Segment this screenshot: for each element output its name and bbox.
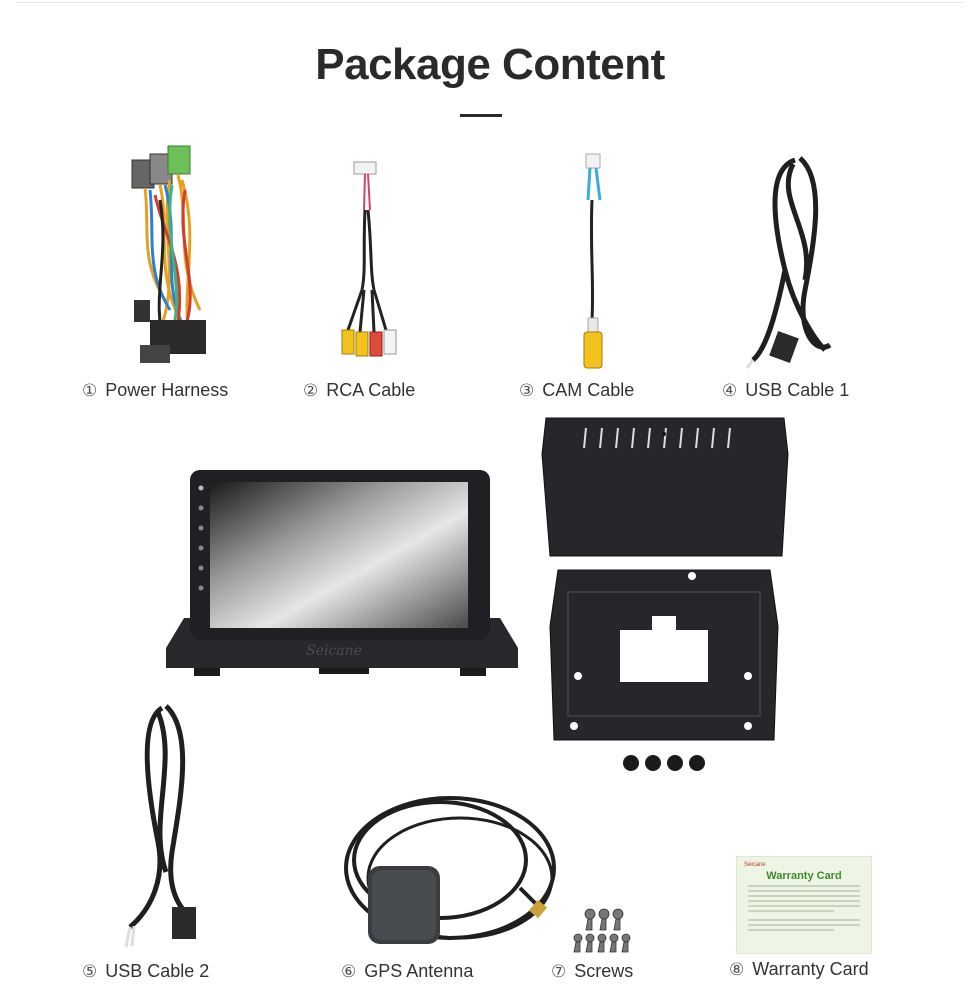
usb-cable-2-image (124, 704, 196, 948)
screws-image (573, 908, 631, 953)
usb-cable-1-image (745, 156, 832, 369)
cam-cable-image (583, 153, 603, 369)
card-text-line (748, 895, 860, 897)
warranty-card-image: Seicane Warranty Card (736, 856, 872, 954)
card-text-line (748, 919, 860, 921)
frame-top-image (541, 417, 789, 557)
frame-bottom-image (549, 569, 779, 741)
gps-antenna-image (344, 796, 556, 944)
seicane-logo: Seicane (306, 643, 362, 659)
warranty-card-title: Warranty Card (766, 870, 842, 882)
rubber-feet-image (623, 755, 705, 771)
top-divider (16, 2, 964, 3)
warranty-card-brand: Seicane (744, 862, 766, 868)
card-text-line (748, 929, 834, 931)
title-underline (460, 114, 502, 117)
page-title: Package Content (315, 40, 665, 89)
card-text-line (748, 885, 860, 887)
card-text-line (748, 924, 860, 926)
head-unit-image: Seicane (166, 470, 518, 676)
rca-cable-image (341, 161, 397, 357)
card-text-line (748, 910, 834, 912)
card-text-line (748, 890, 860, 892)
card-text-line (748, 905, 860, 907)
card-text-line (748, 900, 860, 902)
power-harness-image (131, 145, 206, 363)
